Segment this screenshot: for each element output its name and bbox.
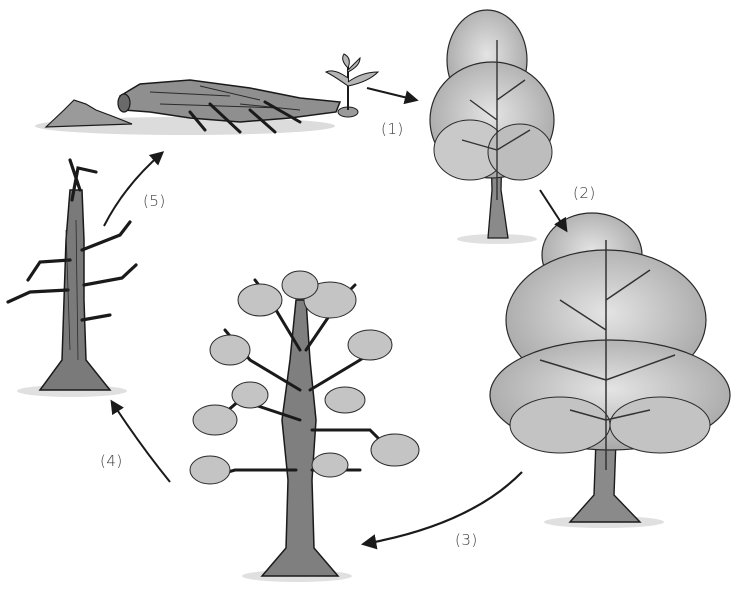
arrow-3 [364, 472, 522, 544]
stage-label-1: (1) [381, 120, 404, 138]
dead-tree-illustration [8, 160, 136, 397]
old-tree-illustration [190, 271, 419, 582]
arrow-1 [367, 88, 416, 100]
stage-label-2: (2) [573, 184, 596, 202]
arrow-5 [104, 153, 162, 226]
stage-label-5: (5) [143, 192, 166, 210]
arrow-2 [540, 190, 566, 230]
stage-label-4: (4) [100, 452, 123, 470]
young-tree-illustration [430, 10, 554, 244]
fallen-log-illustration [35, 80, 340, 135]
arrow-4 [112, 402, 170, 482]
mature-tree-illustration [490, 213, 730, 528]
stage-label-3: (3) [455, 531, 478, 549]
